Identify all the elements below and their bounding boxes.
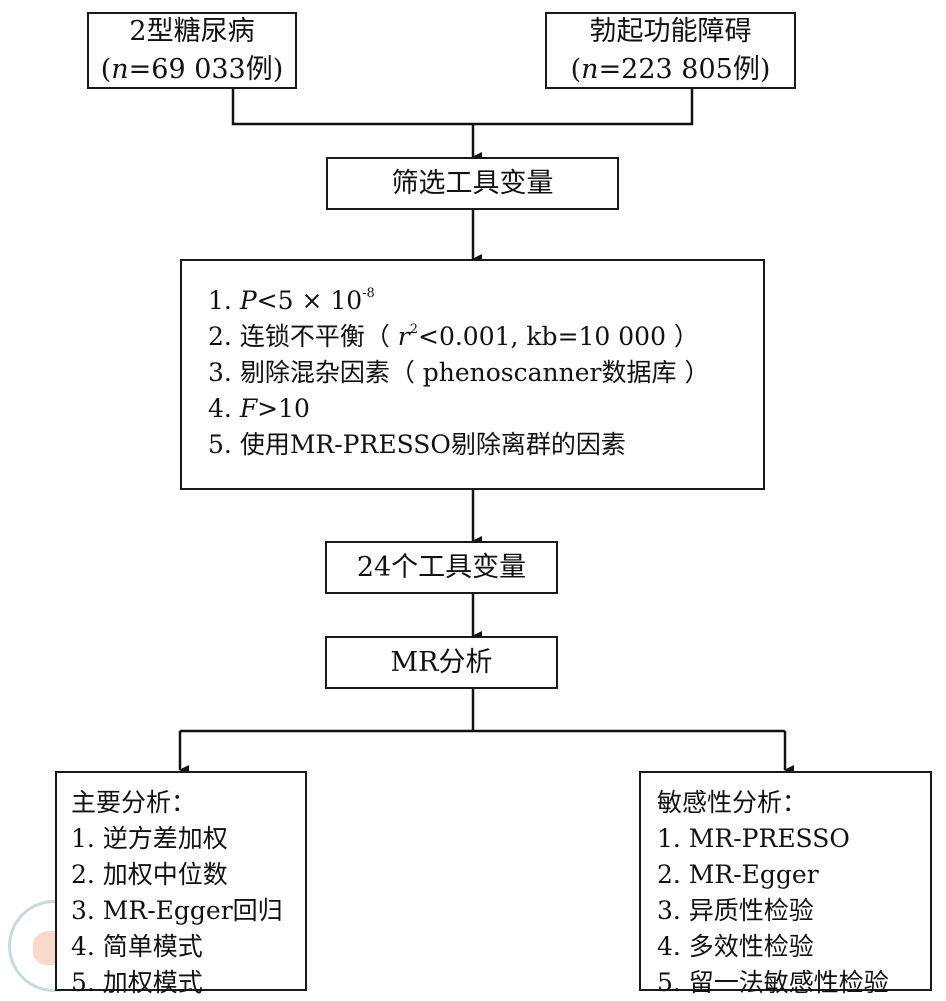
exposure-title: 2型糖尿病 <box>129 15 255 47</box>
criteria-item-3: 3. 剔除混杂因素（ phenoscanner数据库 ） <box>208 358 710 387</box>
primary-item: 2. 加权中位数 <box>71 860 228 889</box>
primary-item: 3. MR-Egger回归 <box>71 896 283 925</box>
primary-item: 5. 加权模式 <box>71 968 203 997</box>
sensitivity-item: 5. 留一法敏感性检验 <box>657 968 889 997</box>
criteria-item-2: 2. 连锁不平衡（ r2<0.001, kb=10 000 ） <box>208 322 699 351</box>
screen-instruments-box: 筛选工具变量 <box>326 157 619 210</box>
outcome-sample-size: (n=223 805例) <box>570 53 771 85</box>
criteria-box: 1. P<5 × 10-8 2. 连锁不平衡（ r2<0.001, kb=10 … <box>180 259 765 490</box>
instruments-count-box: 24个工具变量 <box>325 541 558 594</box>
exposure-box: 2型糖尿病 (n=69 033例) <box>87 12 297 89</box>
connector-exposure <box>231 88 473 126</box>
sensitivity-item: 1. MR-PRESSO <box>657 824 850 853</box>
sensitivity-analysis-box: 敏感性分析： 1. MR-PRESSO 2. MR-Egger 3. 异质性检验… <box>639 771 932 997</box>
outcome-title: 勃起功能障碍 <box>589 15 752 47</box>
primary-analysis-title: 主要分析： <box>71 788 197 817</box>
primary-item: 4. 简单模式 <box>71 932 203 961</box>
criteria-item-4: 4. F>10 <box>208 394 310 423</box>
sensitivity-item: 3. 异质性检验 <box>657 896 814 925</box>
sensitivity-analysis-title: 敏感性分析： <box>657 788 808 817</box>
criteria-item-5: 5. 使用MR-PRESSO剔除离群的因素 <box>208 430 626 459</box>
connector-outcome <box>473 88 694 126</box>
primary-item: 1. 逆方差加权 <box>71 824 228 853</box>
mr-analysis-box: MR分析 <box>325 636 558 689</box>
sensitivity-item: 2. MR-Egger <box>657 860 819 889</box>
criteria-item-1: 1. P<5 × 10-8 <box>208 286 375 315</box>
mr-analysis-label: MR分析 <box>390 646 493 678</box>
outcome-box: 勃起功能障碍 (n=223 805例) <box>545 12 796 89</box>
screen-instruments-label: 筛选工具变量 <box>391 167 554 199</box>
sensitivity-item: 4. 多效性检验 <box>657 932 814 961</box>
instruments-count-label: 24个工具变量 <box>356 551 527 583</box>
exposure-sample-size: (n=69 033例) <box>100 53 284 85</box>
primary-analysis-box: 主要分析： 1. 逆方差加权 2. 加权中位数 3. MR-Egger回归 4.… <box>55 771 307 997</box>
